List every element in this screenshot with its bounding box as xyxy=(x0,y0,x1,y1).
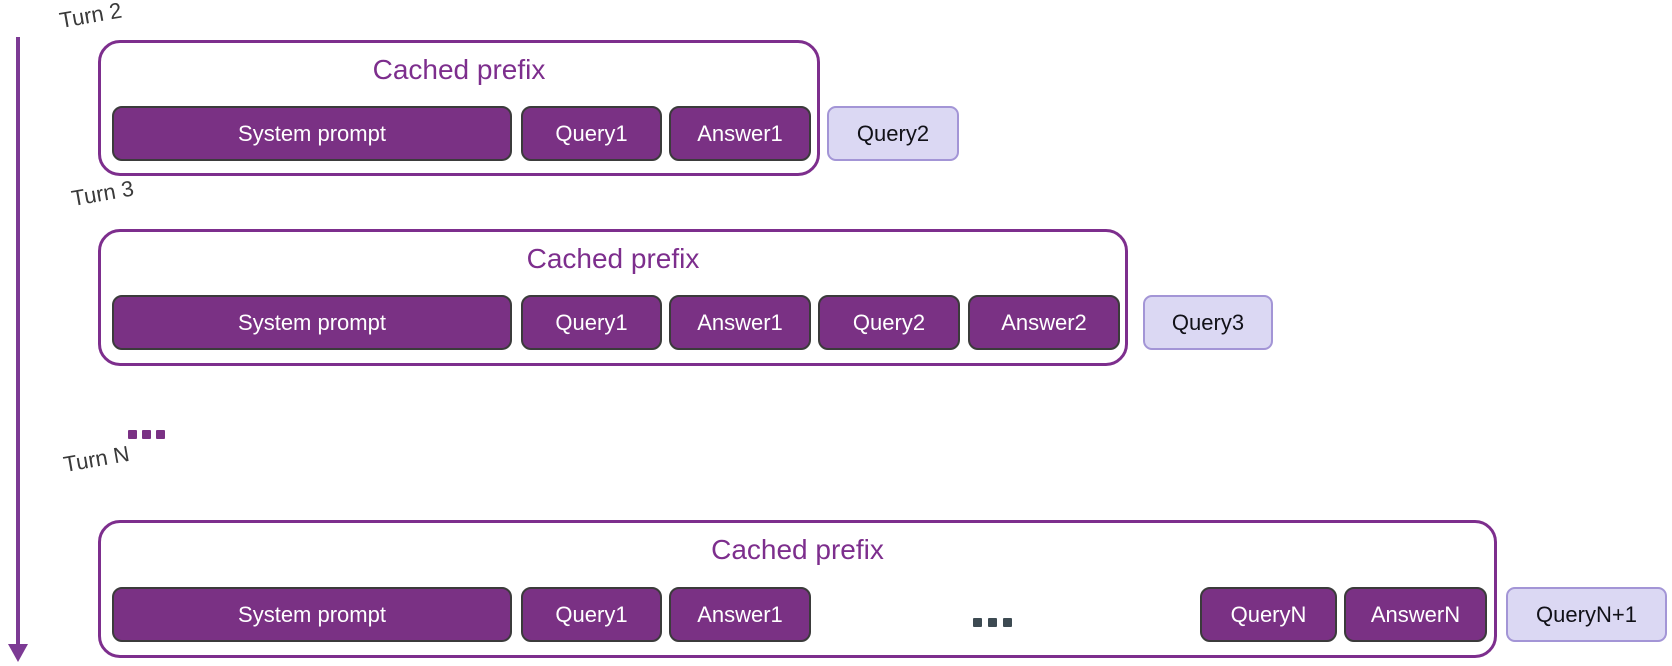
turn-3-label: Turn 3 xyxy=(69,175,136,212)
cached-tokens-gap-ellipsis: ... xyxy=(973,618,1012,627)
timeline-arrow-head-icon xyxy=(8,644,28,662)
token-query2: Query2 xyxy=(818,295,960,350)
cached-prefix-box-turn-2: Cached prefix xyxy=(98,40,820,176)
token-query1: Query1 xyxy=(521,587,662,642)
token-system-prompt: System prompt xyxy=(112,295,512,350)
cached-prefix-title: Cached prefix xyxy=(711,534,884,565)
cached-prefix-title: Cached prefix xyxy=(526,243,700,274)
cached-prefix-title: Cached prefix xyxy=(372,54,546,85)
token-system-prompt: System prompt xyxy=(112,106,512,161)
token-answer1: Answer1 xyxy=(669,295,811,350)
new-query-query-n-plus-1: QueryN+1 xyxy=(1506,587,1667,642)
between-turns-ellipsis: ... xyxy=(128,430,165,439)
token-answer2: Answer2 xyxy=(968,295,1120,350)
token-query1: Query1 xyxy=(521,106,662,161)
token-answer1: Answer1 xyxy=(669,106,811,161)
turn-2-label: Turn 2 xyxy=(57,0,124,34)
new-query-query2: Query2 xyxy=(827,106,959,161)
cached-prefix-box-turn-n: Cached prefix xyxy=(98,520,1497,658)
timeline-arrow-line xyxy=(16,37,20,645)
turn-n-label: Turn N xyxy=(61,440,132,478)
cached-prefix-box-turn-3: Cached prefix xyxy=(98,229,1128,366)
token-query1: Query1 xyxy=(521,295,662,350)
token-answer1: Answer1 xyxy=(669,587,811,642)
token-answer-n: AnswerN xyxy=(1344,587,1487,642)
token-system-prompt: System prompt xyxy=(112,587,512,642)
token-query-n: QueryN xyxy=(1200,587,1337,642)
new-query-query3: Query3 xyxy=(1143,295,1273,350)
